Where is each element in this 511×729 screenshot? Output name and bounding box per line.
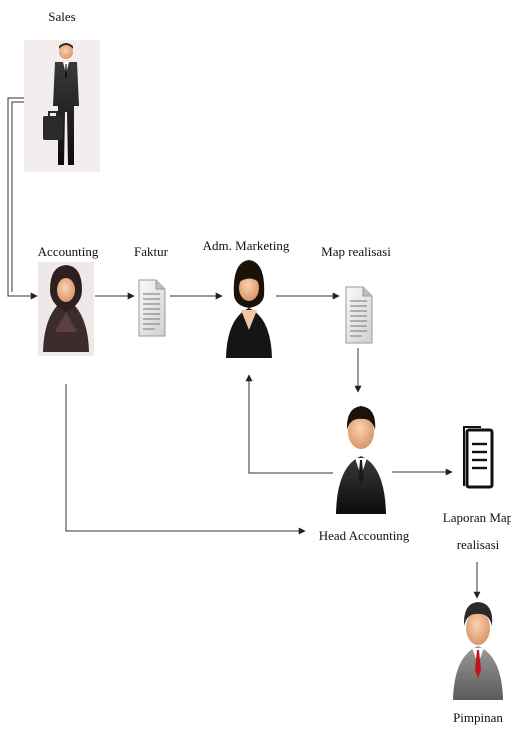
map-realisasi-document-icon xyxy=(345,286,373,344)
pimpinan-icon xyxy=(453,602,503,700)
sales-icon xyxy=(24,40,100,172)
edge-head-adm xyxy=(245,374,333,474)
faktur-label: Faktur xyxy=(134,244,169,259)
accounting-icon xyxy=(38,262,94,356)
faktur-document-icon xyxy=(138,279,166,337)
head-accounting-icon xyxy=(336,406,386,514)
sales-label: Sales xyxy=(48,9,75,24)
adm-marketing-icon xyxy=(226,260,272,358)
adm-marketing-label: Adm. Marketing xyxy=(203,238,290,253)
laporan-map-realisasi-icon xyxy=(463,426,494,489)
head-accounting-label: Head Accounting xyxy=(319,528,410,543)
laporan-label-line2: realisasi xyxy=(457,537,500,552)
map-realisasi-label: Map realisasi xyxy=(321,244,391,259)
accounting-label: Accounting xyxy=(38,244,99,259)
edge-accounting-head xyxy=(65,384,306,535)
laporan-label-line1: Laporan Map xyxy=(443,510,511,525)
pimpinan-label: Pimpinan xyxy=(453,710,503,725)
